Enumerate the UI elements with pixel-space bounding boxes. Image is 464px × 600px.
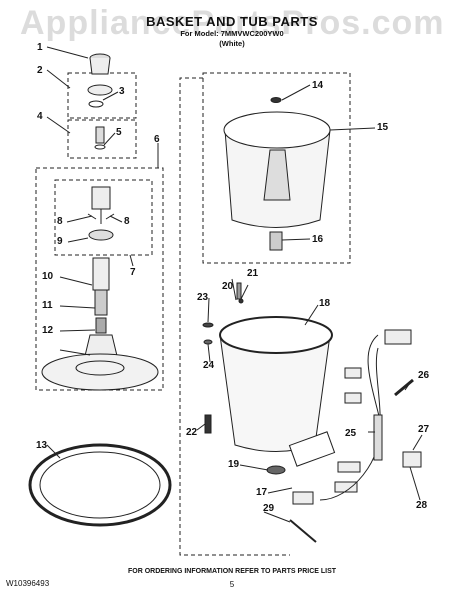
callout-25: 25 [345,428,357,439]
part-23 [202,322,214,328]
part-19-seal [266,465,286,475]
box-part-6 [35,167,164,391]
connector-1 [384,329,412,345]
callout-4: 4 [37,111,43,122]
callout-14: 14 [312,80,324,91]
callout-18: 18 [319,298,331,309]
box-part-7 [54,179,153,256]
callout-23: 23 [197,292,209,303]
callout-26: 26 [418,370,430,381]
callout-5: 5 [116,127,122,138]
part-4-bolt [95,126,105,144]
callout-11: 11 [42,300,53,311]
part-3-ring [88,100,104,108]
doc-number: W10396493 [6,579,50,588]
part-27 [402,451,422,468]
callout-9: 9 [57,236,63,247]
page-number: 5 [229,580,235,589]
agitator-top [91,186,111,210]
callout-12: 12 [42,325,54,336]
part-20 [236,282,242,300]
callout-6: 6 [154,134,160,145]
part-21 [238,298,244,304]
part-22 [204,414,212,434]
ordering-info: FOR ORDERING INFORMATION REFER TO PARTS … [127,568,337,575]
wire-harness [319,334,381,501]
callout-2: 2 [37,65,43,76]
box-parts-2-3 [67,72,137,119]
callout-24: 24 [203,360,215,371]
part-9-ring [88,229,114,241]
part-14 [270,97,282,103]
part-29-tie [289,519,317,543]
callout-1: 1 [37,42,43,53]
agitator-base [41,353,159,391]
callout-22: 22 [186,427,198,438]
color-line: (White) [219,39,245,48]
callout-20: 20 [222,281,234,292]
part-25 [373,414,383,461]
callout-8a: 8 [57,216,63,227]
callout-29: 29 [263,503,275,514]
part-10 [92,257,110,291]
part-5-washer [94,144,106,150]
callout-13: 13 [36,440,48,451]
box-basket [202,72,351,264]
callout-17: 17 [256,487,268,498]
callout-27: 27 [418,424,430,435]
callout-15: 15 [377,122,389,133]
part-13-ring [28,443,172,527]
part-16 [269,231,283,251]
callout-21: 21 [247,268,259,279]
box-parts-4-5 [67,119,137,159]
watermark: AppliancePartsPros.com [20,4,445,42]
callout-16: 16 [312,234,324,245]
part-11 [94,289,108,316]
part-2-coupler [87,84,113,96]
part-24 [203,339,213,345]
model-line: For Model: 7MMVWC200YW0 [180,29,284,38]
callout-10: 10 [42,271,54,282]
callout-19: 19 [228,459,240,470]
callout-8b: 8 [124,216,130,227]
callout-3: 3 [119,86,125,97]
callout-28: 28 [416,500,428,511]
callout-7: 7 [130,267,136,278]
page-title: BASKET AND TUB PARTS [146,14,318,29]
